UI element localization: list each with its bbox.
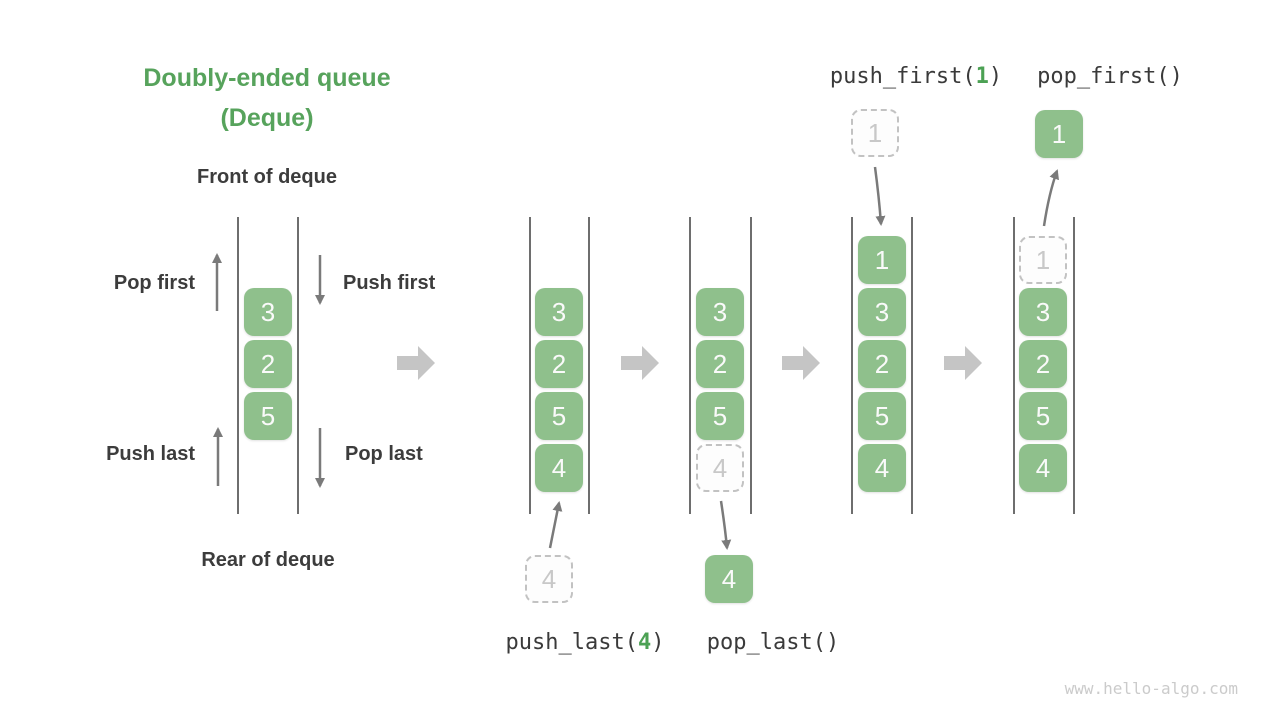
queue-cell: 3: [858, 288, 906, 336]
queue-cell: 1: [858, 236, 906, 284]
flow-arrow-icon: [397, 346, 435, 380]
queue-cell: 2: [1019, 340, 1067, 388]
queue3-left-wall: [689, 217, 691, 514]
push-last-insert-arrow-icon: [548, 501, 563, 549]
push-first-label: Push first: [343, 272, 436, 294]
push-last-code-label: push_last(4): [506, 630, 665, 655]
code-text: pop_last(): [706, 630, 840, 655]
queue-cell: 5: [1019, 392, 1067, 440]
code-arg: 4: [637, 630, 652, 655]
queue4-left-wall: [851, 217, 853, 514]
watermark: www.hello-algo.com: [1064, 679, 1238, 698]
queue-cell: 3: [696, 288, 744, 336]
flow-arrow-icon: [621, 346, 659, 380]
pop-first-label: Pop first: [113, 272, 195, 294]
incoming-placeholder-cell: 1: [851, 109, 899, 157]
queue-cell: 3: [244, 288, 292, 336]
flow-arrow-icon: [782, 346, 820, 380]
popped-value-cell: 4: [705, 555, 753, 603]
pop-last-remove-arrow-icon: [719, 500, 732, 550]
code-text: pop_first(): [1037, 64, 1183, 89]
queue-cell: 4: [858, 444, 906, 492]
title-line-1: Doubly-ended queue: [143, 64, 391, 92]
queue-cell: 3: [1019, 288, 1067, 336]
queue-cell: 5: [858, 392, 906, 440]
queue-cell: 2: [858, 340, 906, 388]
queue5-right-wall: [1073, 217, 1075, 514]
push-first-insert-arrow-icon: [873, 166, 886, 226]
queue-cell: 2: [696, 340, 744, 388]
code-text: ): [988, 64, 1003, 89]
queue2-left-wall: [529, 217, 531, 514]
code-arg: 1: [975, 64, 989, 89]
code-text: push_last(: [505, 630, 638, 655]
intro-queue-left-wall: [237, 217, 239, 514]
queue-cell: 4: [1019, 444, 1067, 492]
pop-last-label: Pop last: [345, 443, 423, 465]
push-last-label: Push last: [106, 443, 195, 465]
queue-cell: 5: [244, 392, 292, 440]
flow-arrow-icon: [944, 346, 982, 380]
pop-first-remove-arrow-icon: [1042, 169, 1059, 227]
title-line-2: (Deque): [220, 104, 314, 132]
removed-placeholder-cell: 1: [1019, 236, 1067, 284]
front-of-deque-label: Front of deque: [197, 166, 337, 188]
queue-cell: 5: [696, 392, 744, 440]
queue-cell: 2: [244, 340, 292, 388]
incoming-placeholder-cell: 4: [525, 555, 573, 603]
queue3-right-wall: [750, 217, 752, 514]
diagram-title: Doubly-ended queue (Deque): [143, 58, 390, 138]
rear-of-deque-label: Rear of deque: [201, 549, 335, 571]
queue-cell: 5: [535, 392, 583, 440]
queue5-left-wall: [1013, 217, 1015, 514]
push-first-code-label: push_first(1): [830, 64, 1002, 89]
removed-placeholder-cell: 4: [696, 444, 744, 492]
pop-first-code-label: pop_first(): [1037, 64, 1183, 89]
queue-cell: 3: [535, 288, 583, 336]
queue4-right-wall: [911, 217, 913, 514]
intro-queue-right-wall: [297, 217, 299, 514]
code-text: push_first(: [829, 64, 976, 89]
code-text: ): [651, 630, 665, 655]
pop-last-code-label: pop_last(): [707, 630, 839, 655]
queue2-right-wall: [588, 217, 590, 514]
popped-value-cell: 1: [1035, 110, 1083, 158]
queue-cell: 2: [535, 340, 583, 388]
queue-cell: 4: [535, 444, 583, 492]
